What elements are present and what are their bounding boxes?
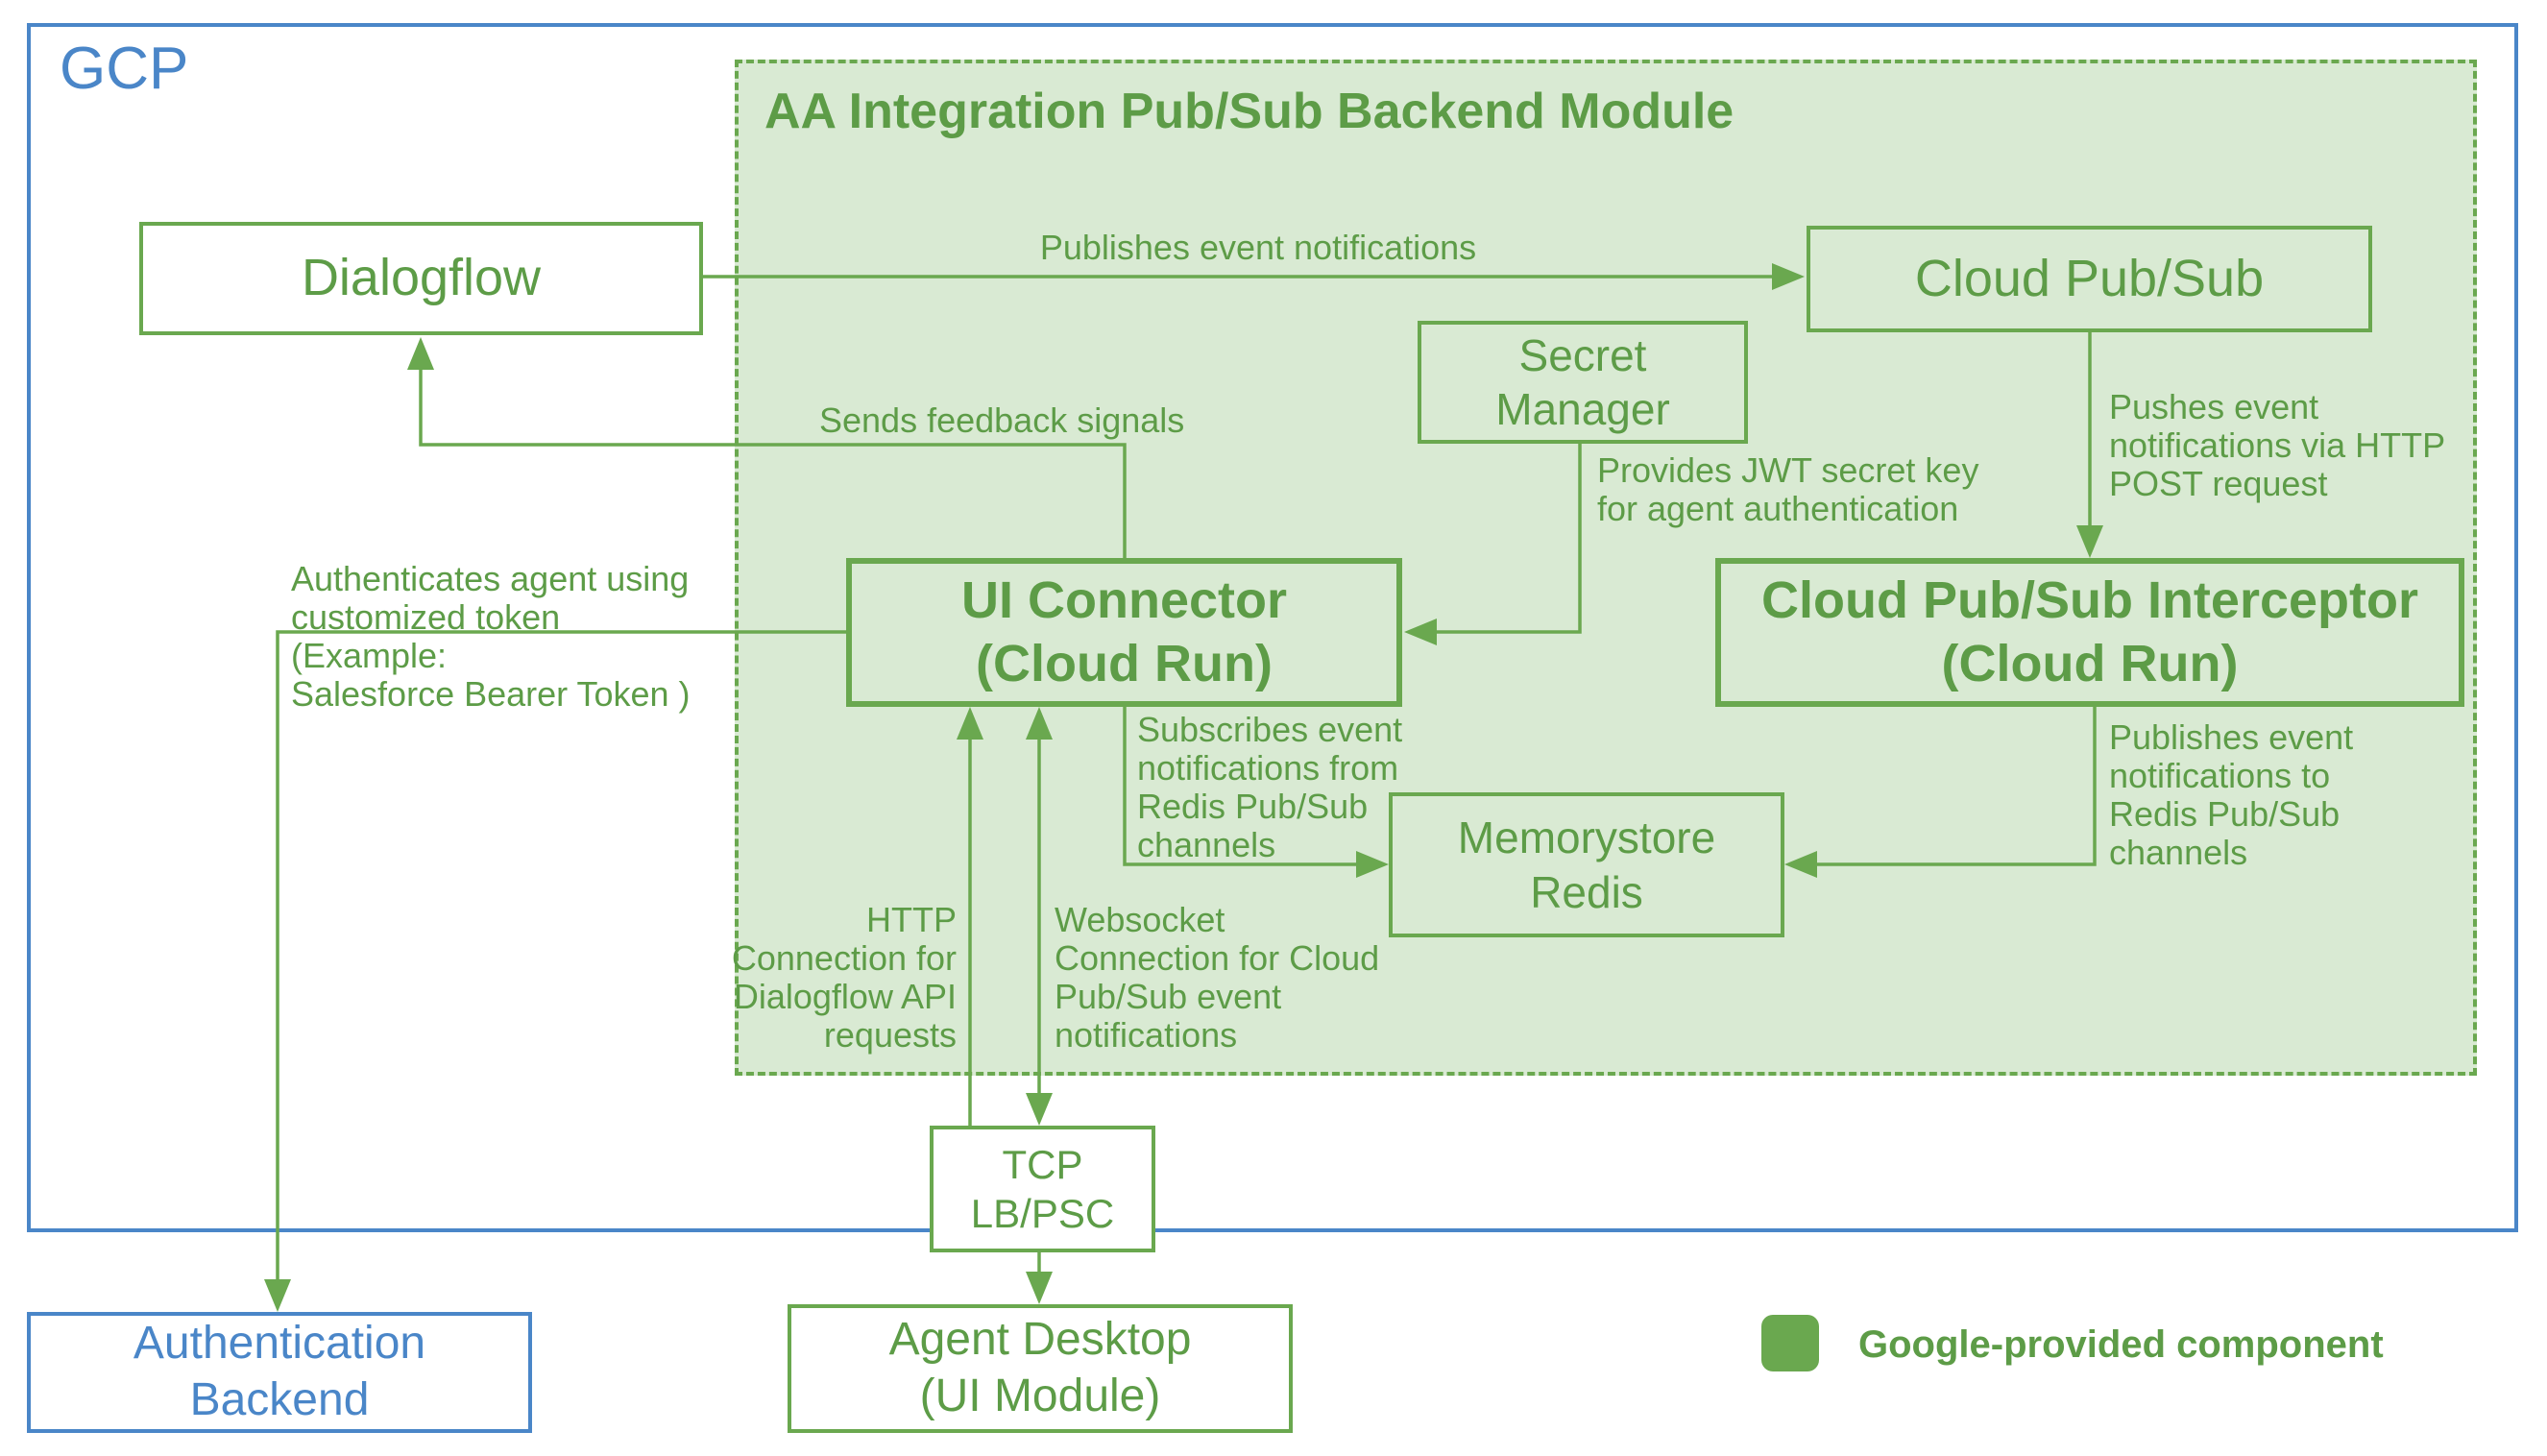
websocket-edge-label: Websocket Connection for Cloud Pub/Sub e… — [1055, 900, 1380, 1055]
auth-edge-label: Authenticates agent using customized tok… — [291, 559, 691, 714]
sub-redis-edge-label: Subscribes event notifications from Redi… — [1137, 710, 1403, 864]
authentication-backend-node: Authentication Backend — [27, 1312, 532, 1433]
gcp-label: GCP — [60, 36, 189, 102]
feedback-edge-label: Sends feedback signals — [819, 400, 1185, 440]
tcp-lb-psc-node: TCP LB/PSC — [930, 1126, 1155, 1252]
legend-label: Google-provided component — [1858, 1323, 2384, 1366]
push-edge-label: Pushes event notifications via HTTP POST… — [2109, 387, 2446, 503]
jwt-edge-label: Provides JWT secret key for agent authen… — [1597, 450, 1979, 528]
secret-manager-node: Secret Manager — [1418, 321, 1748, 444]
agent-desktop-node: Agent Desktop (UI Module) — [788, 1304, 1293, 1433]
google-provided-swatch-icon — [1761, 1315, 1819, 1371]
memorystore-redis-node: Memorystore Redis — [1389, 792, 1784, 937]
module-title: AA Integration Pub/Sub Backend Module — [764, 84, 1734, 139]
auth-arrowhead — [264, 1279, 291, 1312]
cloud-pubsub-node: Cloud Pub/Sub — [1807, 226, 2372, 332]
ui-connector-node: UI Connector (Cloud Run) — [846, 558, 1402, 707]
tcp-agent-arrowhead — [1026, 1272, 1053, 1304]
gcp-boundary-box — [27, 23, 2518, 1232]
pubsub-interceptor-node: Cloud Pub/Sub Interceptor (Cloud Run) — [1715, 558, 2464, 707]
http-edge-label: HTTP Connection for Dialogflow API reque… — [731, 900, 957, 1055]
dialogflow-node: Dialogflow — [139, 222, 703, 335]
publishes-edge-label: Publishes event notifications — [1039, 228, 1477, 267]
pub-redis-edge-label: Publishes event notifications to Redis P… — [2109, 717, 2354, 872]
